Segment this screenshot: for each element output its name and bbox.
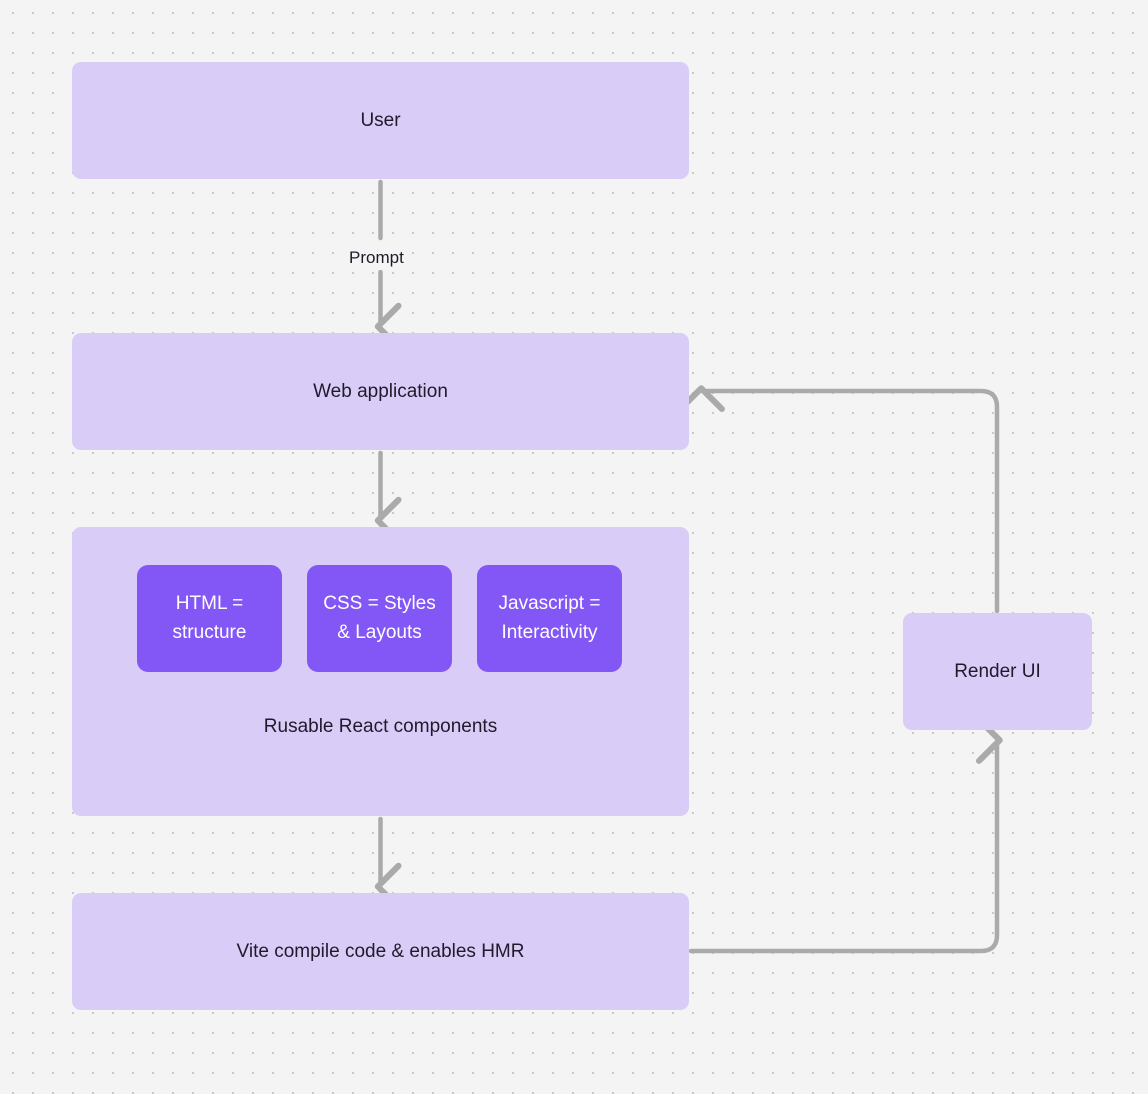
node-web-application[interactable]: Web application [72,333,689,450]
node-render-ui[interactable]: Render UI [903,613,1092,730]
node-vite[interactable]: Vite compile code & enables HMR [72,893,689,1010]
node-web-application-label: Web application [313,380,448,402]
edge-vite-to-render-ui [688,716,1003,954]
node-html-line1: HTML = [175,593,244,614]
node-user[interactable]: User [72,62,689,179]
node-user-label: User [360,109,401,131]
node-css-label: CSS = Styles & Layouts [323,590,435,647]
node-vite-label: Vite compile code & enables HMR [236,940,525,962]
node-javascript-label: Javascript = Interactivity [499,590,601,647]
node-html[interactable]: HTML = structure [137,565,282,672]
node-css-line1: CSS = Styles [323,593,436,614]
node-css[interactable]: CSS = Styles & Layouts [307,565,452,672]
node-javascript-line2: Interactivity [501,621,598,643]
components-group-caption: Rusable React components [263,716,498,737]
node-html-label: HTML = structure [173,590,247,647]
node-html-line2: structure [172,621,247,643]
node-javascript-line1: Javascript = [498,593,601,614]
edge-render-ui-to-webapp [677,385,1000,614]
node-render-ui-label: Render UI [954,660,1041,682]
edge-label-prompt: Prompt [344,246,409,270]
node-javascript[interactable]: Javascript = Interactivity [477,565,622,672]
node-css-line2: & Layouts [337,621,422,643]
